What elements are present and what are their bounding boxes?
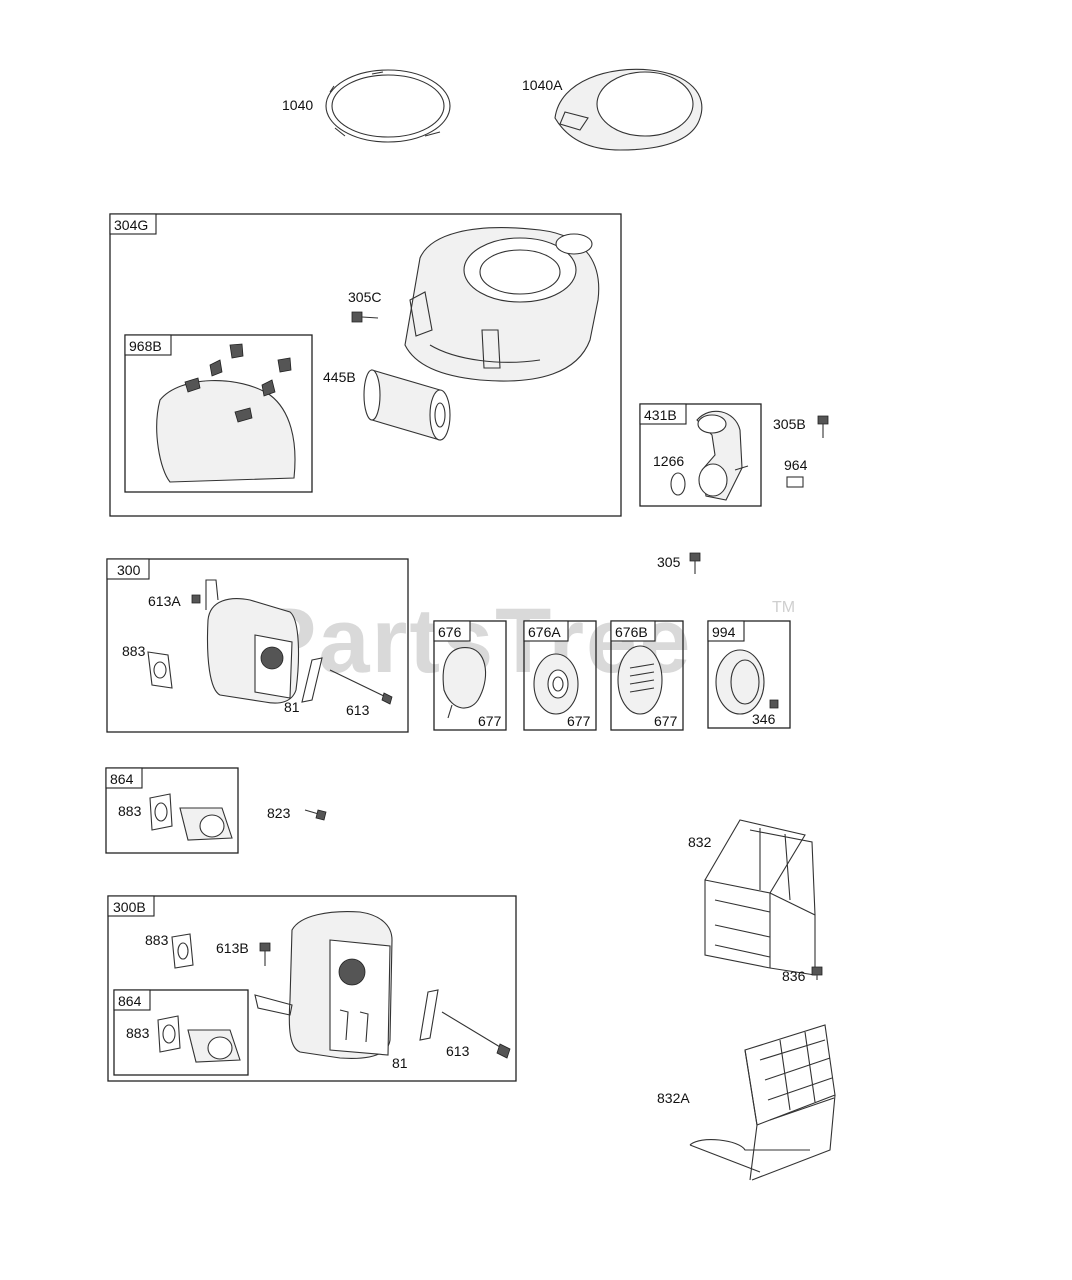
label-883-d[interactable]: 883 (126, 1025, 150, 1041)
part-613-b-drawing (441, 1011, 511, 1059)
part-613-a-drawing (329, 669, 393, 705)
box-300B (107, 895, 517, 1082)
label-676B[interactable]: 676B (615, 624, 648, 640)
label-677-c[interactable]: 677 (654, 713, 678, 729)
part-300B-drawing (254, 911, 393, 1059)
box-968B (124, 334, 313, 493)
part-864-a-drawing (149, 793, 233, 841)
label-832[interactable]: 832 (688, 834, 712, 850)
box-300 (106, 558, 409, 733)
label-676A[interactable]: 676A (528, 624, 561, 640)
tag-676-frame (433, 620, 471, 642)
label-613-b[interactable]: 613 (446, 1043, 470, 1059)
label-445B[interactable]: 445B (323, 369, 356, 385)
tag-300B-frame (107, 895, 155, 917)
part-613A-drawing (191, 594, 201, 604)
part-431B-drawing (696, 410, 749, 501)
box-304G (109, 213, 622, 517)
part-1266-drawing (670, 472, 686, 496)
part-676A-drawing (533, 653, 579, 715)
label-864-a[interactable]: 864 (110, 771, 134, 787)
tag-864-b-frame (113, 989, 151, 1011)
part-676-drawing (442, 647, 487, 719)
label-305B[interactable]: 305B (773, 416, 806, 432)
box-864-b (113, 989, 249, 1076)
label-883-a[interactable]: 883 (122, 643, 146, 659)
label-677-a[interactable]: 677 (478, 713, 502, 729)
label-883-b[interactable]: 883 (118, 803, 142, 819)
watermark-tm: TM (772, 599, 795, 616)
label-832A[interactable]: 832A (657, 1090, 690, 1106)
label-968B[interactable]: 968B (129, 338, 162, 354)
part-836-drawing (811, 966, 823, 980)
tag-304G-frame (109, 213, 157, 235)
part-676B-drawing (617, 645, 663, 715)
part-883-c-drawing (171, 933, 194, 969)
label-677-b[interactable]: 677 (567, 713, 591, 729)
label-836[interactable]: 836 (782, 968, 806, 984)
label-964[interactable]: 964 (784, 457, 808, 473)
part-823-drawing (304, 809, 327, 821)
label-431B[interactable]: 431B (644, 407, 677, 423)
box-431B (639, 403, 762, 507)
part-445B-drawing (363, 369, 451, 441)
label-305C[interactable]: 305C (348, 289, 381, 305)
label-1040[interactable]: 1040 (282, 97, 313, 113)
label-346[interactable]: 346 (752, 711, 776, 727)
label-300[interactable]: 300 (117, 562, 141, 578)
box-994 (707, 620, 791, 729)
label-823[interactable]: 823 (267, 805, 291, 821)
tag-300-frame (106, 558, 150, 580)
tag-994-frame (707, 620, 745, 642)
part-832A-drawing (689, 1024, 836, 1181)
part-304G-drawing (404, 227, 600, 382)
part-1040-drawing (325, 69, 451, 143)
part-81-a-drawing (301, 657, 323, 703)
part-305C-drawing (351, 311, 379, 323)
tag-864-a-frame (105, 767, 143, 789)
tag-431B-frame (639, 403, 687, 425)
part-964-drawing (786, 476, 804, 488)
part-883-a-drawing (147, 651, 173, 689)
label-1266[interactable]: 1266 (653, 453, 684, 469)
label-613-a[interactable]: 613 (346, 702, 370, 718)
part-613B-drawing (259, 942, 271, 966)
label-883-c[interactable]: 883 (145, 932, 169, 948)
tag-676A-frame (523, 620, 569, 642)
label-305[interactable]: 305 (657, 554, 681, 570)
tag-676B-frame (610, 620, 656, 642)
label-994[interactable]: 994 (712, 624, 736, 640)
label-300B[interactable]: 300B (113, 899, 146, 915)
part-1040A-drawing (554, 68, 703, 151)
part-864-b-drawing (157, 1015, 241, 1063)
label-81-b[interactable]: 81 (392, 1055, 408, 1071)
label-613A[interactable]: 613A (148, 593, 181, 609)
label-676[interactable]: 676 (438, 624, 462, 640)
label-304G[interactable]: 304G (114, 217, 148, 233)
box-864-a (105, 767, 239, 854)
part-832-drawing (704, 819, 816, 976)
label-1040A[interactable]: 1040A (522, 77, 563, 93)
tag-968B-frame (124, 334, 172, 356)
part-994-drawing (715, 649, 779, 715)
part-305B-drawing (817, 415, 829, 438)
label-81-a[interactable]: 81 (284, 699, 300, 715)
label-613B[interactable]: 613B (216, 940, 249, 956)
part-81-b-drawing (419, 989, 439, 1041)
part-968B-drawing (156, 343, 296, 483)
label-864-b[interactable]: 864 (118, 993, 142, 1009)
part-300-drawing (205, 579, 300, 704)
part-305-drawing (689, 552, 701, 574)
